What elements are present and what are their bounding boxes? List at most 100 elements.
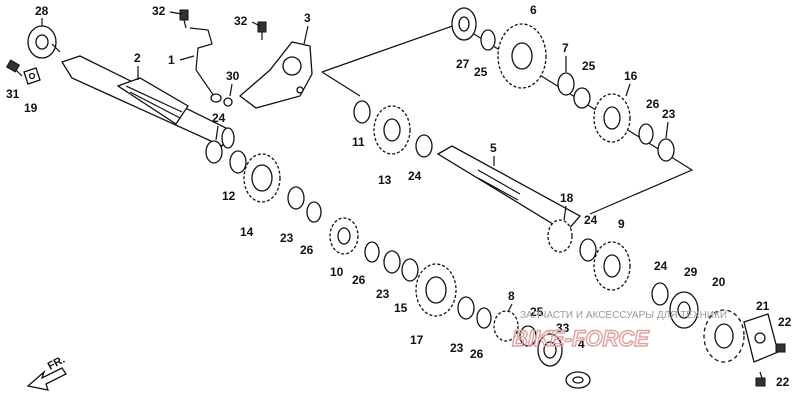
callout-32-right: 32 [234, 14, 248, 28]
callout-20: 20 [712, 275, 726, 289]
part-32-bolt-a [179, 9, 189, 29]
callout-29: 29 [684, 265, 698, 279]
part-1-bracket-rod [189, 27, 222, 103]
part-23-washer-c [457, 296, 475, 320]
watermark-logo: BIKE-FORCE [512, 326, 650, 351]
callout-26-c: 26 [470, 347, 484, 361]
part-31-bolt [5, 59, 23, 77]
part-12-bushing [229, 150, 247, 174]
callout-24-a: 24 [212, 111, 226, 125]
callout-16: 16 [624, 69, 638, 83]
part-3-stopper-plate [238, 41, 313, 109]
callout-6: 6 [530, 3, 537, 17]
callout-14: 14 [240, 225, 254, 239]
callout-26-a: 26 [300, 243, 314, 257]
callout-23-b: 23 [376, 287, 390, 301]
part-23-washer-a [287, 186, 305, 210]
part-20-sprocket [703, 309, 745, 363]
part-19-plate [23, 67, 41, 85]
callout-27: 27 [456, 57, 470, 71]
watermark-text: ЗАПЧАСТИ И АКСЕССУАРЫ ДЛЯ ТЕХНИКИ [520, 310, 727, 321]
callout-31: 31 [6, 87, 20, 101]
callout-23-c: 23 [450, 341, 464, 355]
part-15-bushing [401, 258, 419, 282]
part-17-gear [415, 263, 457, 317]
part-13-gear [373, 105, 411, 155]
callout-10: 10 [330, 265, 344, 279]
part-5-countershaft [436, 145, 582, 233]
callout-21: 21 [756, 299, 770, 313]
part-14-gear [243, 153, 281, 203]
part-26-circlip-d [638, 123, 654, 145]
part-25-collar-b [480, 29, 496, 51]
part-4-seal [565, 371, 591, 389]
callout-1: 1 [168, 53, 175, 67]
part-23-washer-b [383, 250, 401, 274]
part-28-bearing [27, 25, 61, 59]
part-23-washer-d [657, 138, 675, 162]
part-10-gear [329, 217, 359, 255]
part-24-washer-b [415, 134, 433, 158]
callout-8: 8 [508, 289, 515, 303]
callout-15: 15 [394, 301, 408, 315]
part-18-gear [547, 219, 573, 253]
callout-3: 3 [304, 11, 311, 25]
callout-26-d: 26 [646, 97, 660, 111]
callout-22-b: 22 [776, 375, 790, 389]
callout-25-a: 25 [530, 305, 544, 319]
callout-24-b: 24 [408, 169, 422, 183]
part-29-bearing [669, 291, 699, 329]
callout-9: 9 [618, 217, 625, 231]
part-25-collar-a [519, 325, 537, 347]
watermark: ЗАПЧАСТИ И АКСЕССУАРЫ ДЛЯ ТЕХНИКИ BIKE-F… [511, 310, 727, 352]
callout-12: 12 [222, 189, 236, 203]
callout-labels: 28 31 19 2 32 32 1 30 3 24 12 14 23 26 1… [6, 3, 792, 389]
callout-23-a: 23 [280, 231, 294, 245]
part-22-bolt-b [755, 377, 766, 387]
callout-5: 5 [490, 141, 497, 155]
part-26-circlip-b [364, 241, 380, 263]
callout-25-c: 25 [582, 59, 596, 73]
part-24-washer-a [205, 140, 223, 164]
part-7-bushing [557, 72, 575, 96]
callout-33: 33 [556, 321, 570, 335]
callout-32-left: 32 [152, 4, 166, 18]
callout-18: 18 [560, 191, 574, 205]
part-24-washer-c [579, 238, 597, 262]
callout-28: 28 [35, 4, 49, 18]
part-26-circlip-c [476, 307, 492, 329]
part-32-bolt-b [257, 21, 267, 40]
callout-24-d: 24 [654, 259, 668, 273]
part-22-bolt-a [775, 343, 786, 353]
part-21-plate [743, 313, 779, 363]
part-26-circlip-a [306, 201, 322, 223]
callout-24-c: 24 [584, 213, 598, 227]
front-arrow-icon [26, 367, 67, 391]
callout-30: 30 [226, 69, 240, 83]
part-33-bearing [537, 333, 563, 367]
callout-17: 17 [410, 333, 424, 347]
part-24-washer-d [651, 282, 669, 306]
callout-25-b: 25 [474, 65, 488, 79]
part-30-washer [223, 97, 233, 107]
part-2-mainshaft [61, 55, 235, 149]
callout-23-d: 23 [662, 107, 676, 121]
front-direction-indicator: FR. [26, 354, 67, 391]
part-25-collar-c [573, 87, 591, 109]
callout-13: 13 [378, 173, 392, 187]
callout-22-a: 22 [778, 315, 792, 329]
callout-19: 19 [24, 101, 38, 115]
part-27-bearing [451, 7, 477, 41]
part-8-gear [493, 310, 519, 342]
callout-4: 4 [578, 337, 585, 351]
part-9-gear [593, 241, 631, 291]
callout-11: 11 [352, 135, 365, 149]
part-11-bushing [353, 100, 371, 124]
callout-2: 2 [134, 51, 141, 65]
part-6-gear [497, 23, 547, 89]
leader-lines [41, 11, 763, 379]
callout-26-b: 26 [352, 273, 366, 287]
callout-7: 7 [562, 41, 569, 55]
part-16-gear [593, 93, 631, 143]
